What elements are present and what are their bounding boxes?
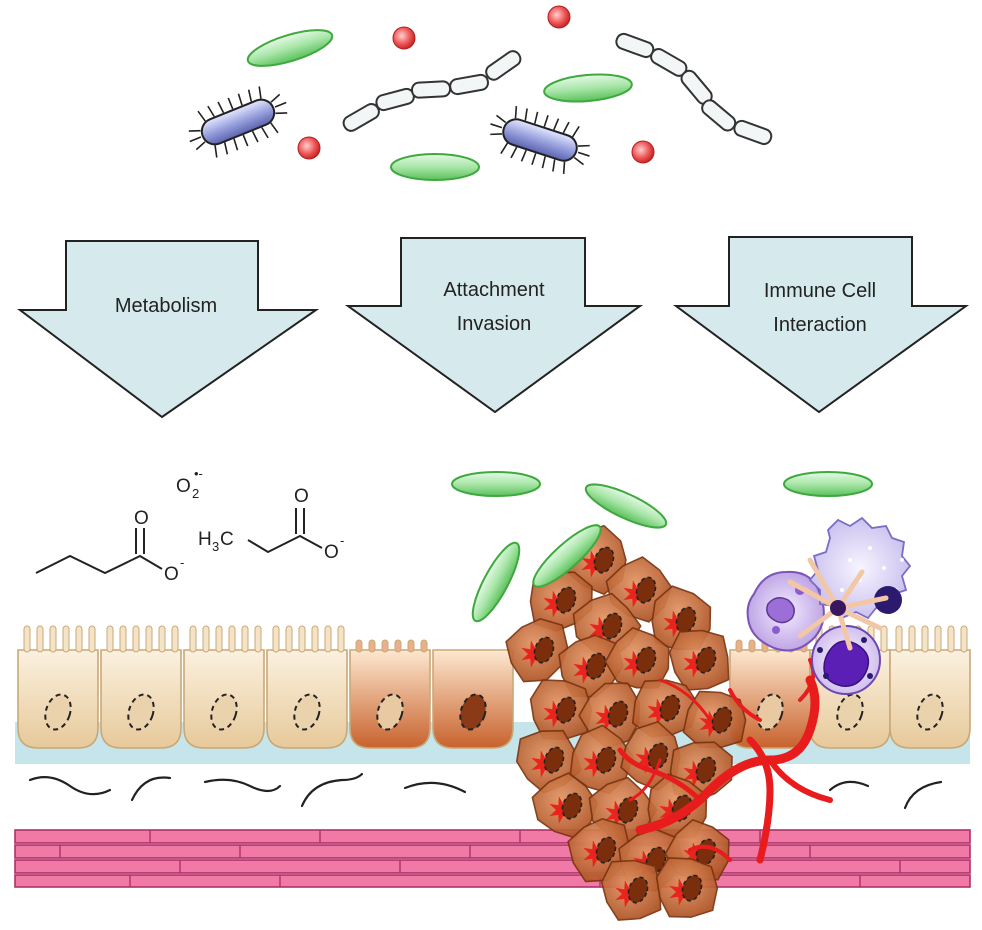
tumor-cell-icon (600, 859, 662, 921)
butyrate-charge: - (180, 555, 184, 570)
microbe-cluster (188, 5, 773, 181)
epithelial-cell-icon (889, 625, 971, 749)
connective-fibers (28, 772, 943, 810)
butyrate-structure (35, 528, 163, 575)
butyrate-o-minus: O (164, 564, 179, 585)
tumor-cell-icon (569, 724, 634, 795)
svg-text:C: C (220, 529, 234, 550)
arrow-attachment-invasion: Attachment Invasion (344, 237, 644, 414)
green-ellipse-bacterium-icon (532, 524, 602, 588)
red-particle-icon (631, 140, 655, 164)
propionate-structure (247, 508, 323, 554)
red-particle-icon (392, 26, 416, 50)
propionate-carbonyl-o: O (294, 486, 309, 507)
green-ellipse-bacterium-icon (584, 483, 668, 529)
arrow-metabolism: Metabolism (17, 240, 320, 419)
green-ellipse-bacterium-icon (246, 29, 334, 67)
chain-bacteria-icon (615, 32, 773, 146)
tumor-cell-icon (558, 634, 624, 698)
epithelial-cell-icon (17, 625, 99, 749)
butyrate-carbonyl-o: O (134, 508, 149, 529)
tumor-cell-icon (620, 720, 681, 792)
propionate-o-minus: O (324, 542, 339, 563)
svg-text:H: H (198, 529, 212, 550)
epithelial-cell-icon (100, 625, 182, 749)
propionate-charge: - (340, 533, 344, 548)
epithelial-cell-icon (432, 649, 514, 749)
arrow-label-interaction: Interaction (773, 314, 866, 336)
flagellated-rod-bacterium-icon (188, 86, 288, 158)
blood-vessel-icon (617, 658, 833, 864)
tumor-cell-icon (631, 679, 700, 738)
tumor-cell-icon (531, 772, 598, 839)
dendritic-cell-nucleus (830, 600, 846, 616)
red-particle-icon (547, 5, 571, 29)
superoxide-label: O 2 •- (176, 466, 203, 501)
arrow-label-attachment: Attachment (443, 279, 545, 301)
arrow-label-invasion: Invasion (457, 313, 532, 335)
tumor-cell-icon (505, 617, 569, 683)
green-ellipse-bacterium-icon (390, 153, 480, 181)
green-ellipse-bacterium-icon (471, 541, 521, 623)
tumor-cell-icon (668, 629, 730, 691)
green-ellipse-bacterium-icon (783, 471, 873, 497)
muscle-fiber-icon (14, 829, 971, 888)
chain-bacteria-icon (342, 50, 522, 132)
arrow-label-immune-cell: Immune Cell (764, 280, 876, 302)
epithelial-cell-icon (266, 625, 348, 749)
tumor-cell-icon (655, 857, 719, 918)
green-ellipse-bacterium-icon (543, 73, 633, 103)
propionate-methyl-label: H 3 C (198, 529, 234, 554)
neutrophil-icon (811, 625, 881, 695)
flagellated-rod-bacterium-icon (490, 105, 590, 175)
arrow-immune-cell-interaction: Immune Cell Interaction (672, 236, 970, 414)
epithelial-cell-icon (183, 625, 265, 749)
svg-text:•-: •- (194, 466, 203, 481)
svg-text:2: 2 (192, 486, 199, 501)
epithelial-cell-icon (349, 639, 431, 749)
svg-text:O: O (176, 476, 191, 497)
arrow-label-metabolism: Metabolism (115, 295, 217, 317)
tumor-cell-icon (604, 626, 670, 689)
green-ellipse-bacterium-icon (451, 471, 541, 497)
svg-text:3: 3 (212, 539, 219, 554)
tumor-cell-icon (529, 679, 593, 740)
red-particle-icon (297, 136, 321, 160)
